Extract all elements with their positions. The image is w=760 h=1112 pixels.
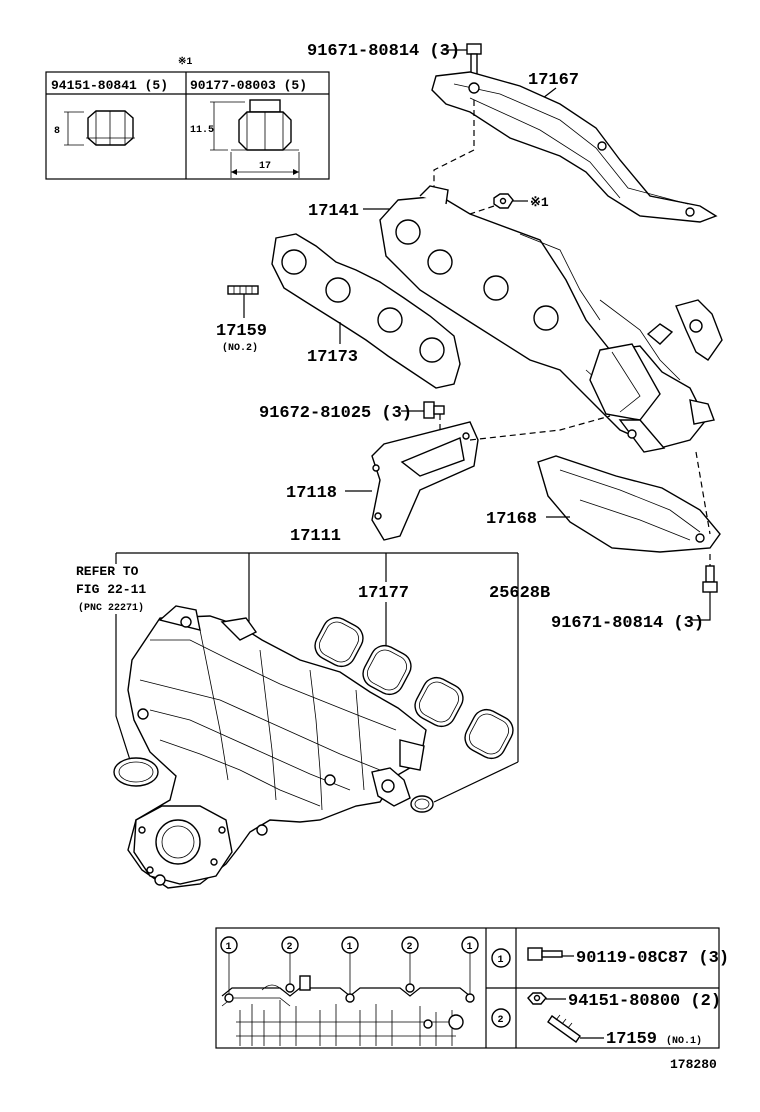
legend-key-2: 2 (491, 1008, 511, 1028)
flange-nut-large-icon (210, 99, 300, 178)
bolt-lower-icon (702, 565, 718, 593)
legend-row2-part2-sub: (NO.1) (666, 1035, 702, 1047)
bolt-mid-icon (423, 401, 445, 419)
legend-row2-part2: 17159 (606, 1030, 657, 1049)
legend-row1-part: 90119-08C87 (3) (576, 949, 729, 968)
callout-gasket: 17173 (307, 348, 358, 367)
flange-nut-icon (64, 110, 135, 146)
callout-bolt-mid: 91672-81025 (3) (259, 404, 412, 423)
callout-heat-insulator-upper: 17167 (528, 71, 579, 90)
svg-text:1: 1 (226, 942, 232, 953)
nut-dim-height-1: 8 (54, 126, 60, 137)
legend-marker-2b: 2 (401, 936, 419, 984)
figure-id: 178280 (670, 1057, 717, 1072)
callout-nut-note: ※1 (530, 195, 549, 210)
svg-text:1: 1 (347, 942, 353, 953)
legend-gasket-section (221, 975, 475, 1046)
legend-key-1: 1 (491, 948, 511, 968)
legend-bolt-icon (527, 947, 563, 961)
callout-stud-sub: (NO.2) (222, 342, 258, 354)
callout-o-ring: 25628B (489, 584, 550, 603)
nut-dim-width-2: 17 (259, 161, 271, 172)
nut-note-mark: ※1 (178, 56, 192, 68)
intake-manifold (127, 605, 427, 889)
svg-text:2: 2 (287, 942, 293, 953)
nut-table: ※1 94151-80841 (5) 90177-08003 (5) 8 (45, 56, 330, 180)
callout-intake-gasket: 17177 (358, 584, 409, 603)
callout-refer-line2: FIG 22-11 (76, 582, 146, 597)
svg-text:1: 1 (498, 955, 504, 966)
nut-part-94151-80841: 94151-80841 (5) (51, 78, 168, 93)
callout-refer-line1: REFER TO (76, 564, 139, 579)
legend-nut-icon (527, 992, 547, 1005)
callout-manifold: 17141 (308, 202, 359, 221)
svg-text:1: 1 (467, 942, 473, 953)
callout-bolt-top: 91671-80814 (3) (307, 42, 460, 61)
o-ring-large (113, 757, 159, 787)
legend-box: 1 2 1 2 1 1 2 (215, 927, 729, 1049)
o-ring-small (410, 795, 434, 813)
nut-part-90177-08003: 90177-08003 (5) (190, 78, 307, 93)
exhaust-gasket (271, 233, 461, 389)
legend-marker-2a: 2 (281, 936, 299, 984)
legend-row2-part1: 94151-80800 (2) (568, 992, 721, 1011)
intake-gasket (314, 616, 514, 760)
legend-marker-1a: 1 (220, 936, 238, 994)
callout-stud: 17159 (216, 322, 267, 341)
callout-bracket: 17118 (286, 484, 337, 503)
manifold-bracket (371, 421, 479, 541)
nut-small-icon (493, 193, 514, 209)
callout-bolt-lower: 91671-80814 (3) (551, 614, 704, 633)
heat-insulator-lower (537, 455, 721, 553)
callout-refer-line3: (PNC 22271) (78, 602, 144, 614)
legend-stud-icon (547, 1014, 581, 1043)
legend-marker-1c: 1 (461, 936, 479, 994)
svg-text:2: 2 (407, 942, 413, 953)
exhaust-manifold (379, 185, 723, 453)
nut-dim-height-2: 11.5 (190, 125, 214, 136)
legend-marker-1b: 1 (341, 936, 359, 994)
svg-text:2: 2 (498, 1015, 504, 1026)
callout-heat-insulator-lower: 17168 (486, 510, 537, 529)
callout-intake-manifold: 17111 (290, 527, 341, 546)
stud-bolt-icon (227, 285, 259, 295)
bolt-top-icon (466, 43, 482, 75)
heat-insulator-upper (431, 71, 718, 223)
